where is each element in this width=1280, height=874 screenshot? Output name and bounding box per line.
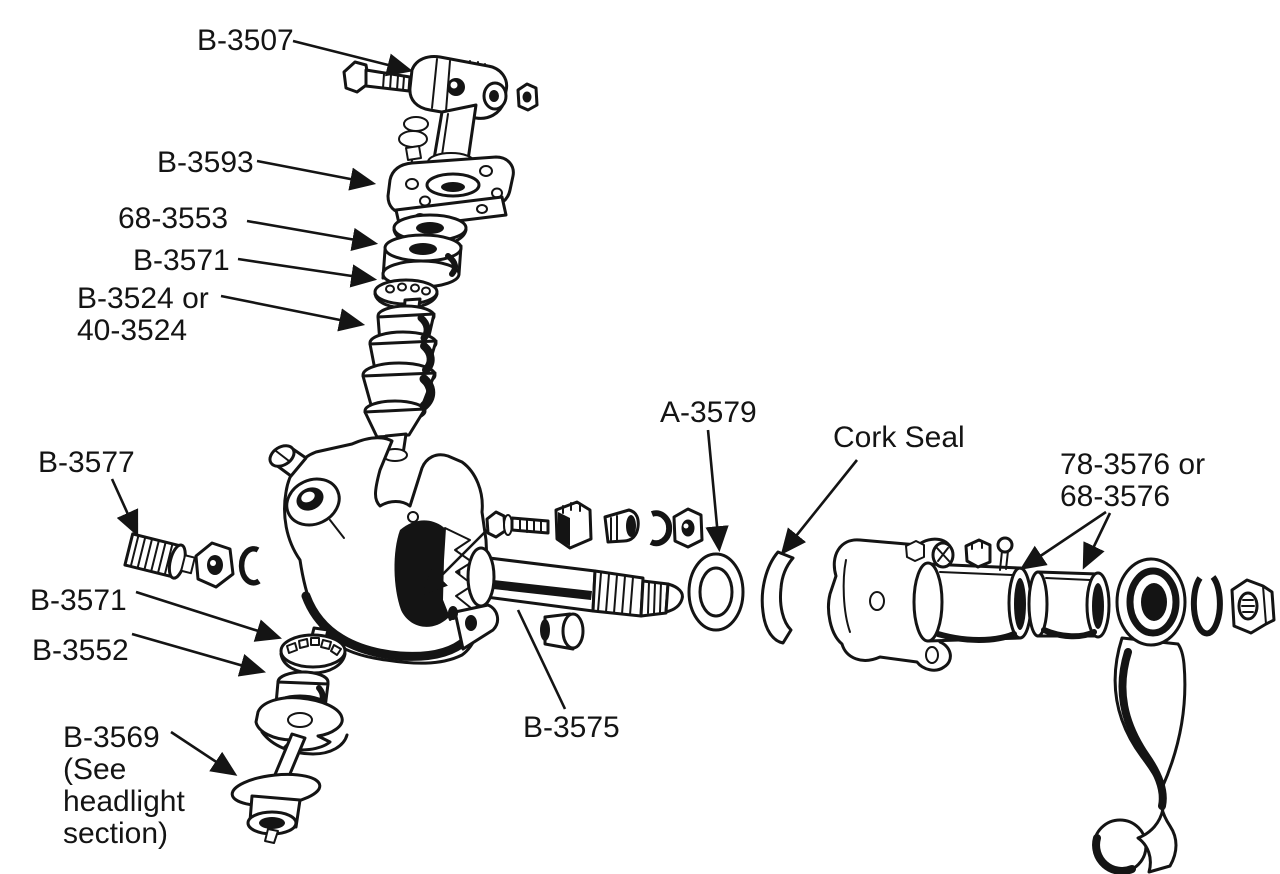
small-hex-nut — [672, 507, 704, 549]
label-b3569-line3: headlight — [63, 785, 185, 818]
washer-a3579 — [687, 552, 745, 632]
upper-column-assembly — [342, 55, 539, 462]
housing-bolt-hole — [407, 511, 419, 523]
lower-bearing-b3571 — [279, 633, 347, 675]
label-b3571-upper: B-3571 — [133, 244, 230, 277]
shaft-hardware-row — [485, 500, 704, 550]
b3507-leader — [292, 39, 414, 77]
label-cork-seal: Cork Seal — [833, 421, 965, 454]
leader-lines — [110, 39, 1112, 776]
b3577-leader — [110, 478, 139, 537]
label-b3524-line2: 40-3524 — [77, 314, 187, 347]
filler-plug — [268, 444, 308, 478]
assembly-arrow — [421, 529, 488, 596]
bearing-race-b3571 — [373, 278, 439, 310]
adjusting-screw-b3577 — [123, 532, 196, 580]
b3571-lower-leader — [135, 590, 282, 642]
pitman-lock-washer — [1190, 575, 1223, 637]
s683553-leader — [246, 219, 379, 251]
b3552-leader — [131, 632, 266, 677]
bottom-cover-b3569 — [230, 772, 322, 844]
label-3576-line2: 68-3576 — [1060, 480, 1170, 513]
stud-and-nut — [905, 538, 992, 569]
column-clamp — [408, 55, 509, 120]
bushing-3576 — [1027, 570, 1111, 640]
labels: B-3507 B-3593 68-3553 B-3571 B-3524 or 4… — [30, 24, 1205, 850]
filler-plug-small — [540, 612, 585, 651]
horn-contact-cone — [603, 508, 640, 544]
label-b3524-line1: B-3524 or — [77, 282, 209, 315]
b3571-upper-leader — [237, 257, 378, 288]
label-3576-line1: 78-3576 or — [1060, 448, 1205, 481]
label-b3575: B-3575 — [523, 711, 620, 744]
sector-shaft-b3575 — [466, 546, 684, 618]
lower-shaft-assembly — [230, 626, 349, 844]
clamp-nut — [516, 82, 539, 112]
s3576-leader-2 — [1082, 512, 1112, 570]
label-b3569-line2: (See — [63, 753, 126, 786]
cork-seal-leader — [780, 459, 859, 556]
snap-ring — [649, 510, 673, 547]
small-bolt — [485, 510, 550, 539]
a3579-leader — [705, 429, 729, 553]
label-b3569-line1: B-3569 — [63, 721, 160, 754]
pitman-arm — [1092, 557, 1187, 874]
b3569-leader — [170, 730, 238, 776]
b3524-leader — [220, 294, 366, 332]
pitman-nut — [1230, 578, 1276, 635]
side-boss — [285, 477, 345, 539]
clamp-bolt — [342, 60, 412, 94]
worm-gear-b3524 — [361, 297, 438, 462]
label-b3571-lower: B-3571 — [30, 584, 127, 617]
adjusting-snap-ring — [238, 546, 261, 586]
spring-retainer-plate — [254, 696, 349, 756]
gear-housing — [268, 436, 500, 665]
label-b3569-line4: section) — [63, 817, 168, 850]
cotter-pin — [996, 536, 1014, 571]
lock-washer-stack — [398, 116, 429, 169]
label-a3579: A-3579 — [660, 396, 757, 429]
label-b3507: B-3507 — [197, 24, 294, 57]
housing-shading — [301, 591, 471, 661]
label-68-3553: 68-3553 — [118, 202, 228, 235]
bearing-68-3553 — [381, 233, 463, 289]
b3575-leader — [516, 609, 567, 710]
housing-cover-assembly — [760, 536, 1033, 672]
adjusting-nut — [194, 541, 235, 589]
castle-nut — [554, 500, 593, 550]
s3576-leader-1 — [1019, 510, 1107, 570]
label-b3552: B-3552 — [32, 634, 129, 667]
b3593-leader — [256, 159, 377, 191]
cork-seal-strap — [760, 550, 795, 645]
label-b3593: B-3593 — [157, 146, 254, 179]
flange-plate — [386, 155, 515, 215]
label-b3577: B-3577 — [38, 446, 135, 479]
housing-lower-ear — [448, 603, 500, 651]
cover-tube — [912, 561, 1033, 643]
